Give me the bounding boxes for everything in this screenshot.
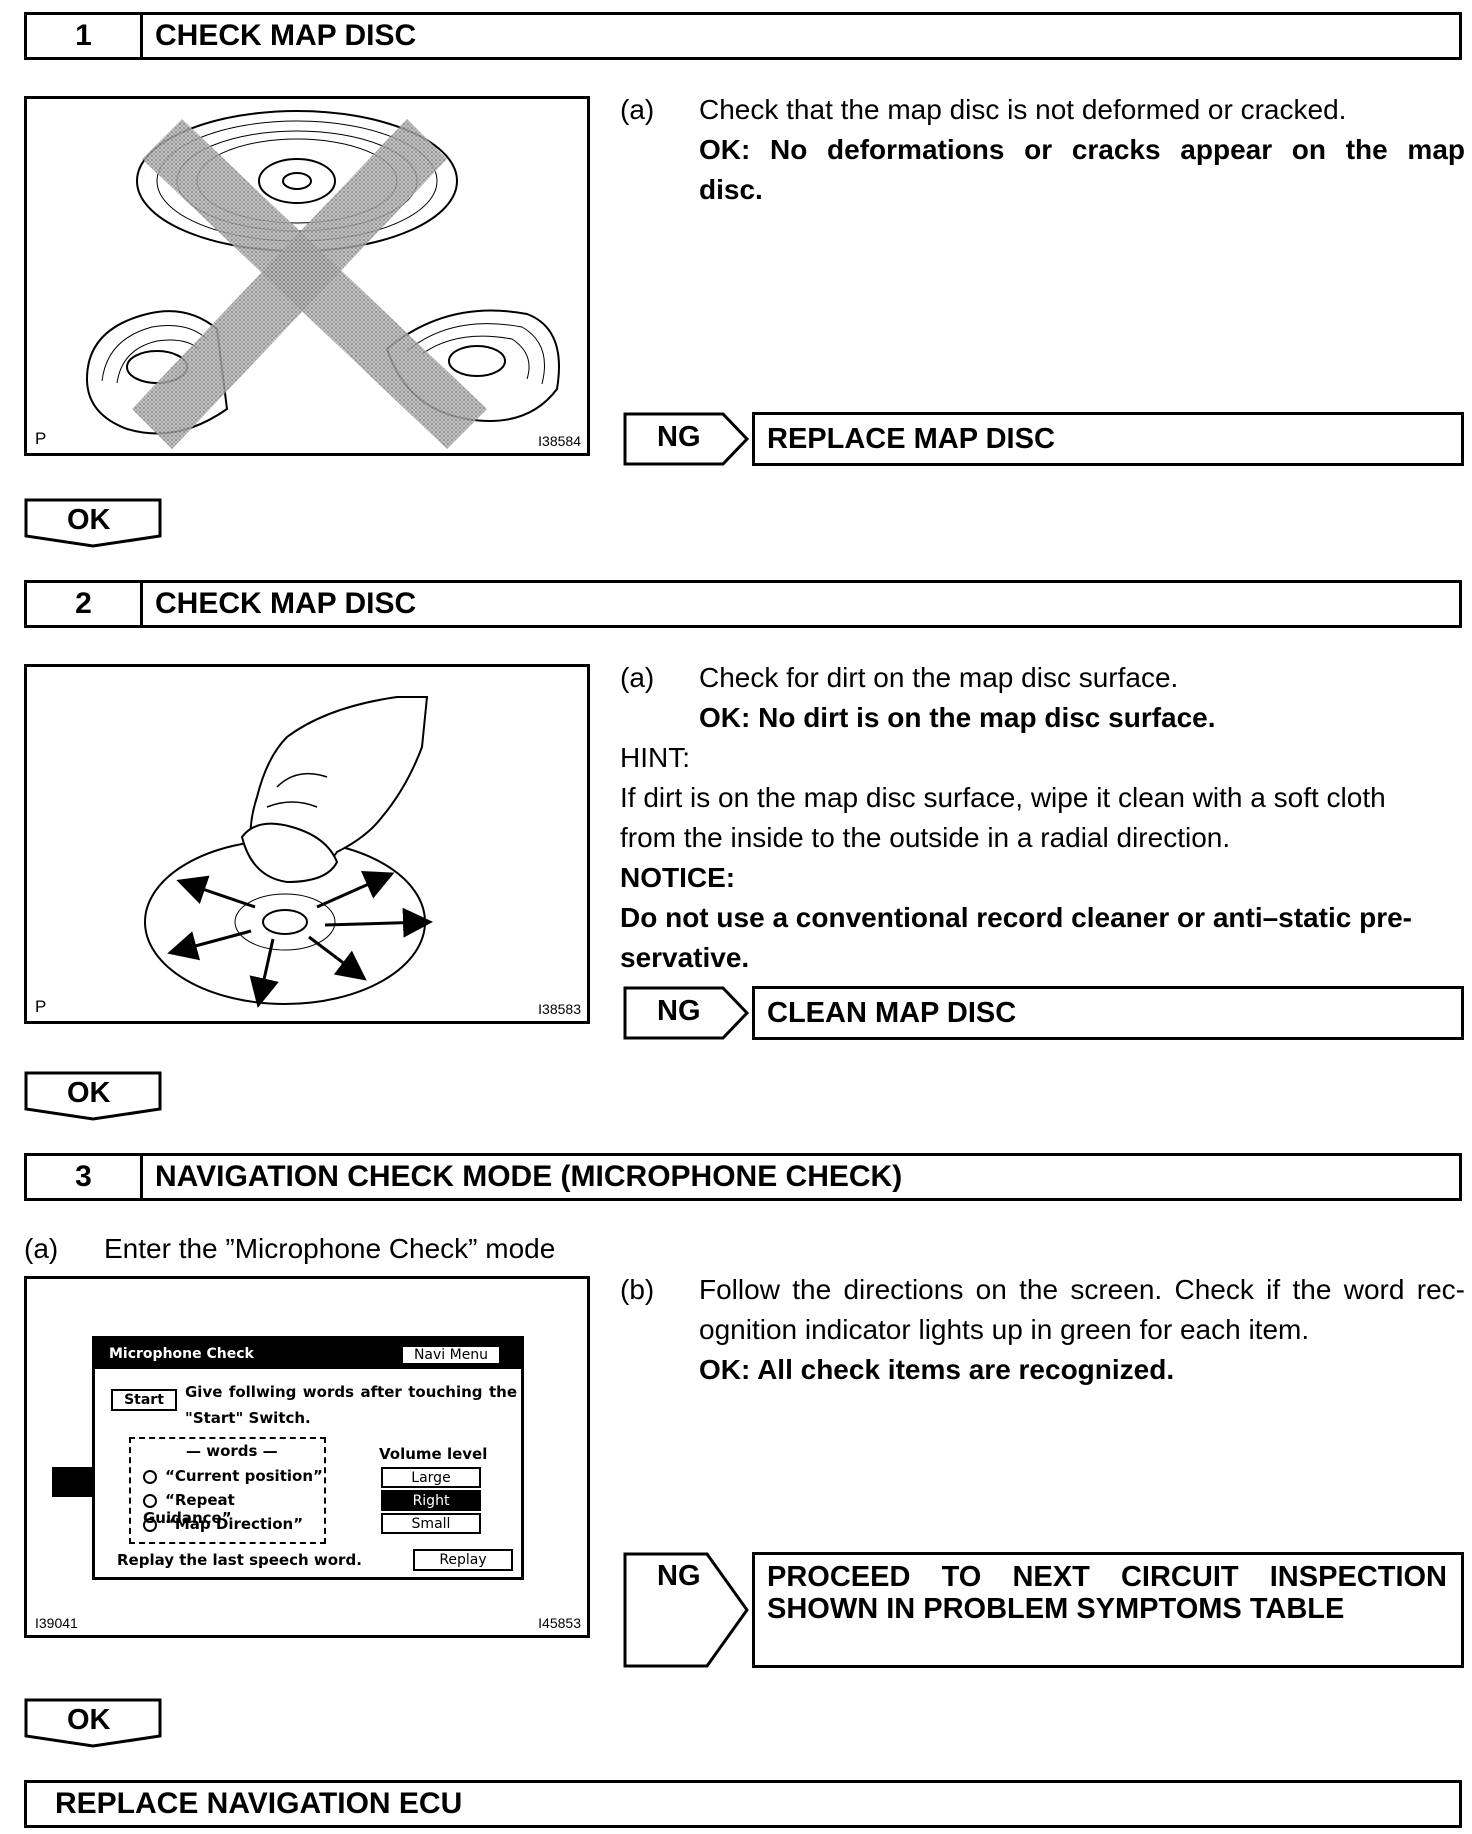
figure-id-right: I45853 [538,1615,581,1631]
wipe-disc-illustration [27,667,587,1021]
step-3-a-marker: (a) [24,1229,58,1269]
figure-map-disc-deformed: P I38584 [24,96,590,456]
figure-wipe-disc: P I38583 [24,664,590,1024]
step-title: CHECK MAP DISC [155,15,416,57]
volume-right-button[interactable]: Right [381,1490,481,1511]
step-2-hint-line1: If dirt is on the map disc surface, wipe… [620,778,1386,818]
ok-label-2: OK [67,1077,111,1110]
step-2-item-marker: (a) [620,658,654,698]
step-1-item-marker: (a) [620,90,654,130]
step-3-b-marker: (b) [620,1270,654,1310]
recognition-indicator-icon [143,1470,157,1484]
screen-title-bar: Microphone Check Navi Menu [95,1339,521,1369]
final-action-title: REPLACE NAVIGATION ECU [55,1783,462,1825]
step-2-notice-label: NOTICE: [620,858,735,898]
deformed-disc-illustration [27,99,587,453]
replay-button[interactable]: Replay [413,1549,513,1571]
word-item: “Map Direction” [143,1515,303,1533]
step-2-header: 2 CHECK MAP DISC [24,580,1462,628]
step-2-notice-line1: Do not use a conventional record cleaner… [620,898,1412,938]
ng-action-3-line2: SHOWN IN PROBLEM SYMPTOMS TABLE [767,1593,1461,1625]
step-3-ok-text: OK: All check items are recognized. [699,1350,1174,1390]
step-1-ok-line1: OK: No deformations or cracks appear on … [699,130,1465,170]
step-2-ok-text: OK: No dirt is on the map disc surface. [699,698,1216,738]
figure-corner-label: P [35,997,46,1017]
volume-header: Volume level [379,1445,487,1463]
volume-small-button[interactable]: Small [381,1513,481,1534]
volume-large-button[interactable]: Large [381,1467,481,1488]
navi-menu-button[interactable]: Navi Menu [401,1345,501,1365]
recognition-indicator-icon [143,1494,157,1508]
figure-id: I38583 [538,1001,581,1017]
step-2-hint-line2: from the inside to the outside in a radi… [620,818,1230,858]
step-title: CHECK MAP DISC [155,583,416,625]
step-3-b-line1: Follow the directions on the screen. Che… [699,1270,1465,1310]
final-action-box: REPLACE NAVIGATION ECU [24,1780,1462,1828]
step-number: 2 [27,583,143,625]
ng-action-3-line1: PROCEED TO NEXT CIRCUIT INSPECTION [767,1561,1447,1593]
replay-text: Replay the last speech word. [117,1551,362,1569]
microphone-check-screen: Microphone Check Navi Menu Start Give fo… [92,1336,524,1580]
ng-label-2: NG [657,995,701,1028]
figure-id: I38584 [538,433,581,449]
step-title: NAVIGATION CHECK MODE (MICROPHONE CHECK) [155,1156,902,1198]
words-list: — words — “Current position” “Repeat Gui… [129,1437,326,1544]
step-number: 3 [27,1156,143,1198]
figure-corner-label: P [35,429,46,449]
step-1-item-text: Check that the map disc is not deformed … [699,90,1346,130]
step-3-header: 3 NAVIGATION CHECK MODE (MICROPHONE CHEC… [24,1153,1462,1201]
step-1-header: 1 CHECK MAP DISC [24,12,1462,60]
start-button[interactable]: Start [111,1389,177,1411]
step-1-ok-line2: disc. [699,170,763,210]
screen-title: Microphone Check [109,1346,254,1362]
ok-label-3: OK [67,1704,111,1737]
ng-action-2: CLEAN MAP DISC [752,986,1464,1040]
ok-label-1: OK [67,504,111,537]
ng-label-1: NG [657,421,701,454]
step-2-notice-line2: servative. [620,938,749,978]
words-header: — words — [186,1442,278,1460]
step-2-item-text: Check for dirt on the map disc surface. [699,658,1178,698]
instruction-line2: "Start" Switch. [185,1409,311,1427]
word-item: “Current position” [143,1467,323,1485]
recognition-indicator-icon [143,1518,157,1532]
step-number: 1 [27,15,143,57]
step-3-b-line2: ognition indicator lights up in green fo… [699,1310,1309,1350]
ng-label-3: NG [657,1560,701,1593]
step-2-hint-label: HINT: [620,738,690,778]
ng-action-1: REPLACE MAP DISC [752,412,1464,466]
step-3-a-text: Enter the ”Microphone Check” mode [104,1229,555,1269]
ng-action-3: PROCEED TO NEXT CIRCUIT INSPECTION SHOWN… [752,1552,1464,1668]
figure-id-left: I39041 [35,1615,78,1631]
instruction-line1: Give follwing words after touching the [185,1383,517,1401]
